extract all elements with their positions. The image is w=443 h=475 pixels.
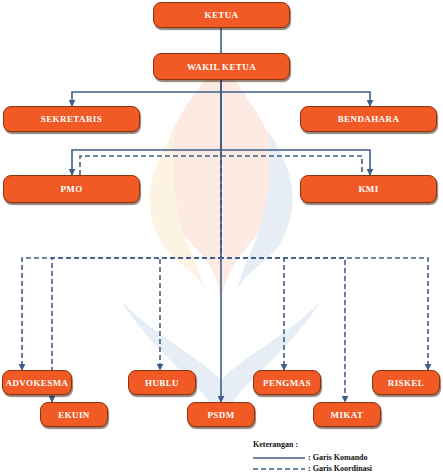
unit-name: PSDM	[207, 410, 234, 420]
legend-heading: Keterangan :	[253, 440, 298, 449]
command-line	[221, 80, 370, 106]
unit-name: SEKRETARIS	[41, 114, 102, 124]
command-line	[72, 80, 221, 106]
unit-name: PENGMAS	[263, 378, 311, 388]
org-unit-box: MIKAT	[313, 402, 381, 427]
unit-name: ADVOKESMA	[6, 378, 69, 388]
org-unit-box: HUBLU	[128, 370, 196, 395]
unit-name: PMO	[60, 184, 82, 194]
org-unit-box: SEKRETARIS	[3, 106, 140, 132]
org-unit-box: PENGMAS	[253, 370, 321, 395]
legend-text: : Garis Komando	[308, 453, 368, 462]
unit-name: KMI	[358, 184, 378, 194]
org-unit-box: KETUA	[153, 2, 290, 28]
legend-heading-box: Keterangan :	[253, 440, 298, 449]
unit-name: KETUA	[204, 10, 238, 20]
unit-name: MIKAT	[331, 410, 364, 420]
org-unit-box: RISKEL	[372, 370, 440, 395]
org-unit-box: PSDM	[187, 402, 255, 427]
org-unit-box: PMO	[3, 175, 140, 203]
unit-name: WAKIL KETUA	[187, 62, 256, 72]
unit-name: EKUIN	[58, 410, 90, 420]
org-unit-box: EKUIN	[40, 402, 108, 427]
legend-dashed-sample	[253, 468, 305, 470]
legend-solid-sample	[253, 457, 305, 459]
legend-text: : Garis Koordinasi	[308, 464, 372, 473]
unit-name: BENDAHARA	[338, 114, 400, 124]
command-line	[220, 28, 222, 53]
org-unit-box: KMI	[300, 175, 437, 203]
unit-name: RISKEL	[388, 378, 424, 388]
org-unit-box: ADVOKESMA	[2, 370, 72, 395]
coordination-line	[221, 80, 284, 370]
org-unit-box: WAKIL KETUA	[153, 53, 290, 80]
command-line	[220, 80, 222, 402]
coordination-line	[160, 80, 221, 370]
org-unit-box: BENDAHARA	[300, 106, 437, 132]
unit-name: HUBLU	[145, 378, 179, 388]
